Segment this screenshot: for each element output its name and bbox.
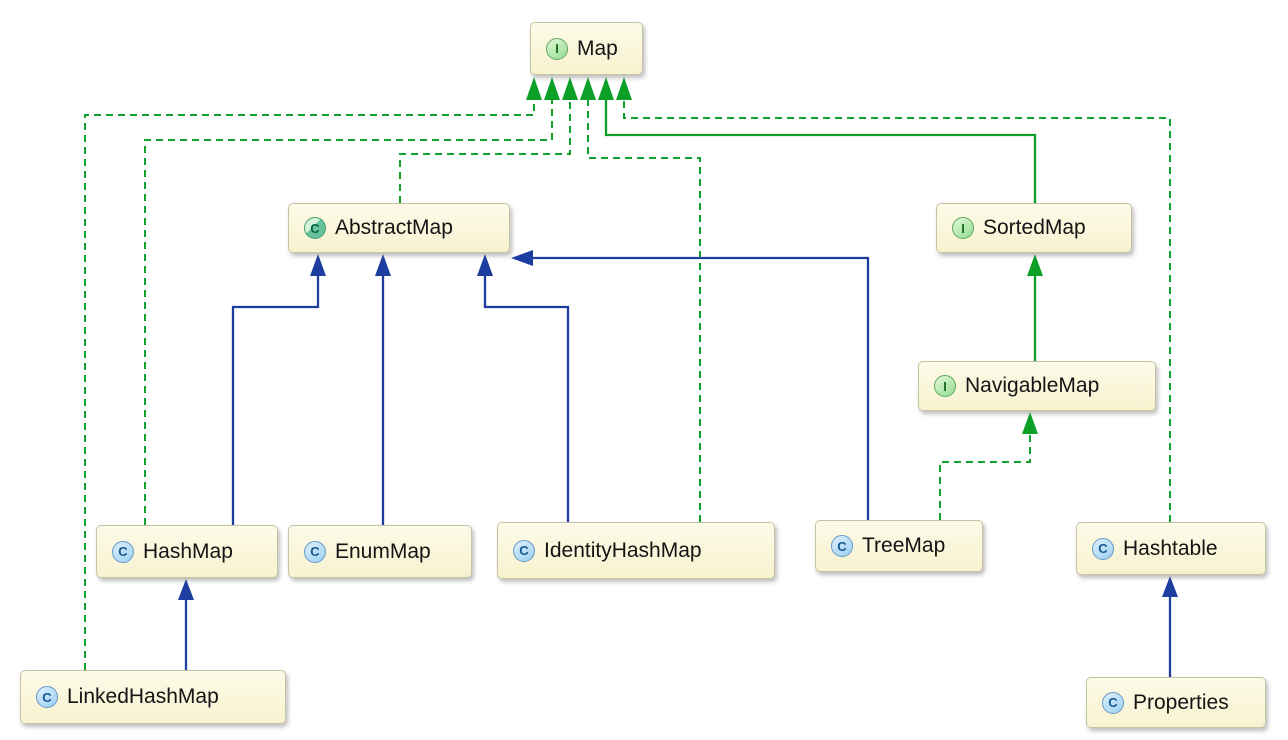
edge-arrowhead [562, 77, 578, 100]
edge-line [623, 100, 1171, 522]
edge-line [604, 100, 1037, 203]
edge-arrowhead [375, 254, 391, 276]
node-label: IdentityHashMap [544, 538, 702, 562]
node-label: Hashtable [1123, 536, 1218, 560]
node-label: SortedMap [983, 216, 1086, 239]
edge-hashmap-extends-abstractmap [231, 254, 326, 525]
node-navigablemap[interactable]: I NavigableMap [918, 361, 1156, 411]
edge-enummap-extends-abstractmap [375, 254, 391, 525]
edge-line [231, 276, 320, 525]
node-linkedhashmap[interactable]: C LinkedHashMap [20, 670, 286, 724]
node-hashmap[interactable]: C HashMap [96, 525, 278, 578]
edge-arrowhead [1162, 576, 1178, 597]
interface-icon: I [546, 37, 568, 60]
edge-arrowhead [580, 77, 596, 100]
edge-line [483, 276, 570, 522]
edge-line [144, 100, 553, 525]
node-identityhashmap[interactable]: C IdentityHashMap [497, 522, 775, 579]
edge-line [533, 256, 870, 520]
edge-arrowhead [544, 77, 560, 100]
abstract-class-icon: C [304, 217, 326, 239]
class-icon: C [831, 535, 853, 557]
edge-arrowhead [616, 77, 632, 100]
node-enummap[interactable]: C EnumMap [288, 525, 472, 578]
edge-linkedhashmap-implements-map [84, 77, 542, 670]
node-properties[interactable]: C Properties [1086, 677, 1266, 728]
class-icon: C [1102, 691, 1124, 714]
edge-arrowhead [310, 254, 326, 276]
edge-arrowhead [1027, 254, 1043, 276]
edge-arrowhead [178, 579, 194, 600]
node-label: AbstractMap [335, 216, 453, 239]
node-label: HashMap [143, 539, 233, 563]
edge-line [84, 100, 535, 670]
interface-icon: I [952, 217, 974, 239]
node-label: NavigableMap [965, 374, 1100, 397]
edge-hashtable-implements-map [616, 77, 1171, 522]
edge-abstractmap-implements-map [399, 77, 578, 203]
edge-arrowhead [526, 77, 542, 100]
edge-treemap-extends-abstractmap [511, 250, 870, 520]
node-hashtable[interactable]: C Hashtable [1076, 522, 1266, 575]
edge-hashmap-implements-map [144, 77, 560, 525]
class-icon: C [36, 686, 58, 708]
node-label: Properties [1133, 690, 1229, 714]
node-abstractmap[interactable]: C AbstractMap [288, 203, 510, 253]
node-label: TreeMap [862, 534, 946, 557]
edge-identityhashmap-implements-map [580, 77, 701, 522]
class-icon: C [304, 540, 326, 563]
interface-icon: I [934, 375, 956, 397]
class-icon: C [112, 540, 134, 563]
edge-sortedmap-extends-map [598, 77, 1037, 203]
node-label: Map [577, 36, 618, 60]
node-label: LinkedHashMap [67, 685, 219, 708]
node-treemap[interactable]: C TreeMap [815, 520, 983, 572]
edge-line [399, 100, 571, 203]
edge-arrowhead [1022, 412, 1038, 434]
node-label: EnumMap [335, 539, 431, 563]
edge-arrowhead [511, 250, 533, 266]
edge-treemap-implements-navigablemap [939, 412, 1038, 520]
edge-properties-extends-hashtable [1162, 576, 1178, 677]
node-sortedmap[interactable]: I SortedMap [936, 203, 1132, 253]
edge-line [939, 434, 1031, 520]
class-icon: C [1092, 537, 1114, 560]
node-map[interactable]: I Map [530, 22, 643, 75]
edge-line [587, 100, 701, 522]
edge-navigablemap-extends-sortedmap [1027, 254, 1043, 361]
class-icon: C [513, 539, 535, 562]
edge-arrowhead [598, 77, 614, 100]
edge-linkedhashmap-extends-hashmap [178, 579, 194, 670]
edge-identityhashmap-extends-abstractmap [477, 254, 570, 522]
edge-arrowhead [477, 254, 493, 276]
